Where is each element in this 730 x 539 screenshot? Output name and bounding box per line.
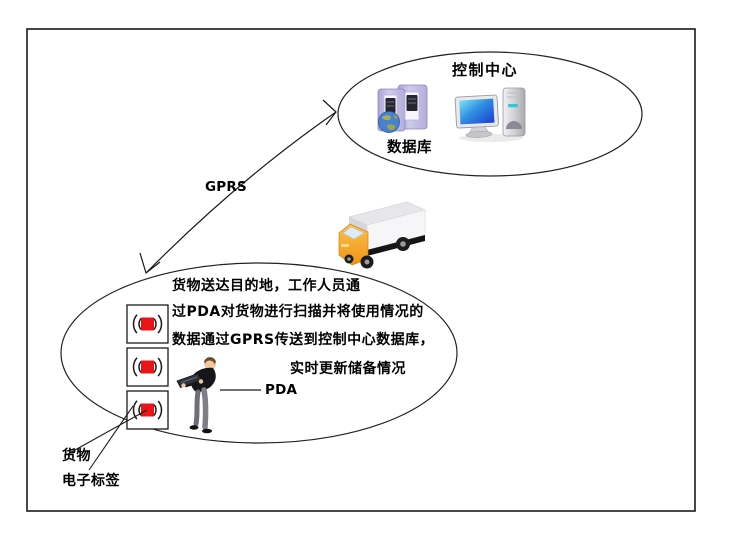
diagram-border <box>26 28 696 512</box>
control-center-ellipse <box>337 51 643 177</box>
database-label: 数据库 <box>387 140 432 156</box>
gprs-arrow <box>139 99 337 275</box>
delivery-note-line-4: 实时更新储备情况 <box>290 361 406 377</box>
pda-label: PDA <box>265 382 298 398</box>
delivery-note-line-2: 过PDA对货物进行扫描并将使用情况的 <box>172 304 424 320</box>
truck-wheel <box>360 255 374 269</box>
delivery-truck-icon <box>338 201 426 269</box>
gprs-label: GPRS <box>205 179 247 195</box>
truck-wheel <box>396 237 410 251</box>
site-ellipse <box>60 262 458 444</box>
rfid-tag-icon <box>126 304 169 344</box>
globe-icon <box>378 111 400 133</box>
desktop-computer-icon <box>454 87 526 142</box>
goods-callout-line <box>65 409 148 456</box>
etag-label: 电子标签 <box>62 473 120 489</box>
worker-with-pda-icon <box>176 357 216 434</box>
delivery-note-line-3: 数据通过GPRS传送到控制中心数据库， <box>172 332 435 348</box>
rfid-tag-icon <box>126 390 169 430</box>
rfid-tag-icon <box>126 347 169 387</box>
goods-label: 货物 <box>62 448 91 464</box>
delivery-note-line-1: 货物送达目的地，工作人员通 <box>172 278 361 294</box>
database-server-globe-icon <box>377 84 428 133</box>
etag-callout-line <box>88 405 134 471</box>
control-center-title: 控制中心 <box>452 61 519 79</box>
truck-wheel <box>344 254 354 264</box>
